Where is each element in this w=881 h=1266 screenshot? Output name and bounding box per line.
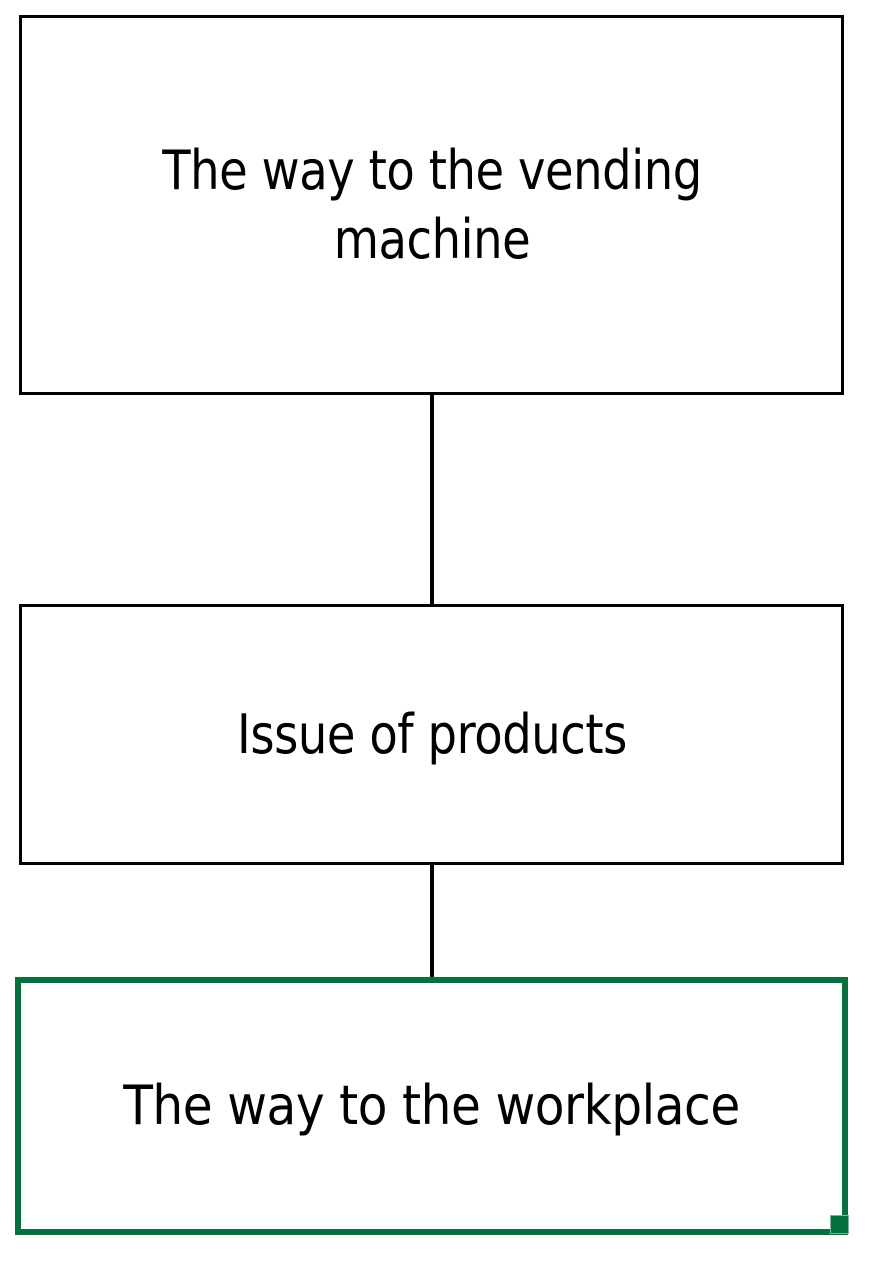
flowchart-node-vending-machine[interactable]: The way to the vending machine: [19, 15, 844, 395]
node-label-vending-machine: The way to the vending machine: [161, 138, 702, 271]
connector-issue-to-workplace[interactable]: [430, 862, 434, 980]
flowchart-node-issue-of-products[interactable]: Issue of products: [19, 604, 844, 865]
resize-handle-bottom-right[interactable]: [830, 1215, 849, 1234]
node-label-workplace: The way to the workplace: [123, 1074, 740, 1138]
node-label-issue-of-products: Issue of products: [236, 702, 627, 766]
flowchart-node-workplace[interactable]: The way to the workplace: [15, 977, 848, 1235]
connector-vending-to-issue[interactable]: [430, 395, 434, 606]
